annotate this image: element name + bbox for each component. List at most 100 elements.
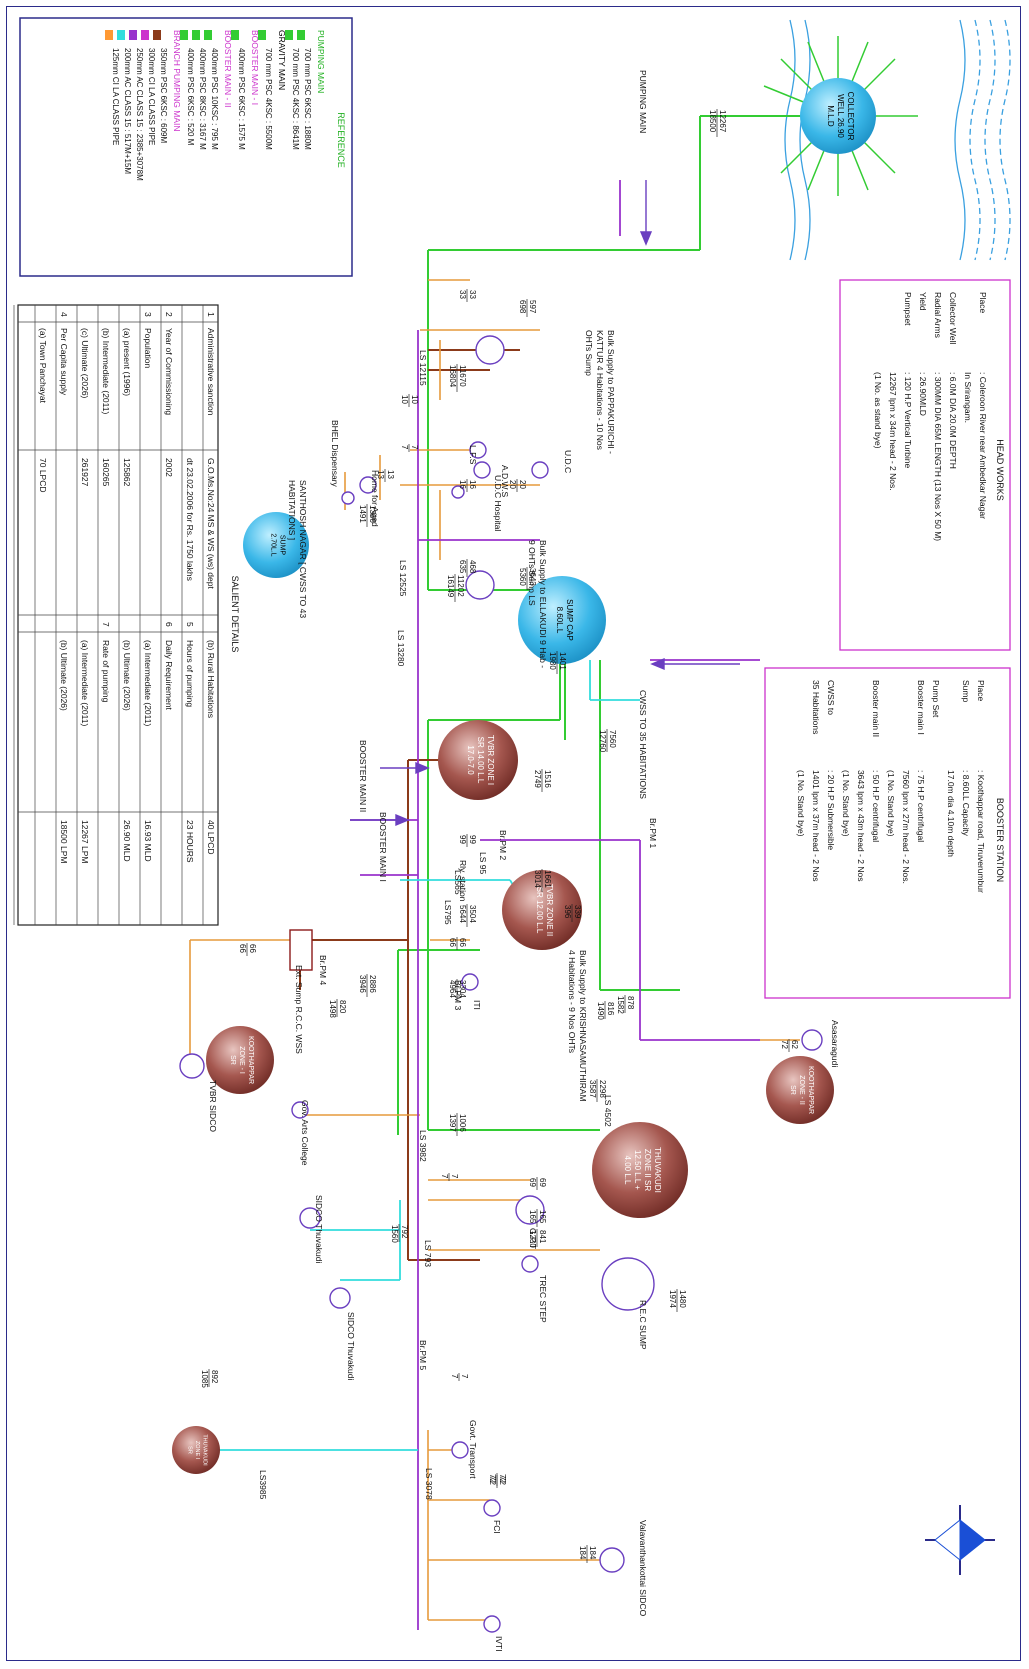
fraction-label: 7 [440, 1174, 449, 1179]
fraction-label: 7 [460, 1374, 469, 1379]
legend-swatch [231, 30, 239, 40]
legend-swatch [192, 30, 200, 40]
site-label: HABITATIONS ] [287, 480, 297, 540]
fraction-label: 72 [488, 1474, 497, 1483]
pipe-label: LS 3078 [424, 1468, 434, 1500]
site-label: BOOSTER MAIN II [358, 740, 368, 812]
fraction-label: 72 [780, 1040, 789, 1049]
collector-well-circle [800, 78, 876, 154]
tank-label: KOOTHAPPAR [247, 1036, 254, 1084]
fraction-label: 3643 [528, 568, 537, 586]
salient-label: (a) Town Panchayat [38, 328, 48, 404]
site-label: A.D.W.S [500, 465, 510, 497]
fraction-label: 33 [468, 290, 477, 299]
head-works-value: In Srirangam. [963, 372, 973, 423]
legend-swatch [180, 30, 188, 40]
salient-label: (b) Ultimate (2026) [59, 640, 69, 711]
tank-label: THUVAKUDI [202, 1434, 208, 1466]
salient-label: (c) Ultimate (2026) [80, 328, 90, 399]
salient-no: 4 [59, 312, 69, 317]
booster-station-value: : 75 H.P centrifugal [916, 770, 926, 842]
site-label: G.P.T [528, 1228, 538, 1249]
salient-label: (b) Ultimate (2026) [122, 640, 132, 711]
legend-swatch [297, 30, 305, 40]
pipe-label: LS 95 [478, 852, 488, 874]
fraction-label: 66 [248, 944, 257, 953]
fraction-label: 66 [238, 944, 247, 953]
fraction-label: 11202 [456, 575, 465, 597]
head-works-title: HEAD WORKS [995, 439, 1005, 501]
legend-entry: 700 mm PSC 4KSC : 5500M [264, 48, 273, 150]
head-works-value: : 6.0M DIA 20.0M DEPTH [948, 372, 958, 469]
sheet-border [6, 6, 1021, 1661]
booster-station-value: 3643 lpm x 43m head - 2 Nos [856, 770, 866, 882]
salient-value: 2002 [164, 458, 174, 477]
fraction-label: 69 [528, 1178, 537, 1187]
pipe-label: LS795 [443, 900, 453, 925]
site-label: Bulk Supply to KRISHNASAMUTHIRAM [578, 950, 588, 1102]
flow-arrows [350, 180, 740, 827]
site-label: R.E.C SUMP [638, 1300, 648, 1350]
booster-station-value: : Koothappar road, Tiruverumbur [976, 770, 986, 893]
legend-entry: 400mm PSC 8KSC : 3167 M [198, 48, 207, 150]
salient-value: 70 LPCD [38, 458, 48, 493]
site-label: OHTs Sump [584, 330, 594, 376]
head-works-value: 12267 lpm x 34m head - 2 Nos. [888, 372, 898, 491]
booster-station-value: : 20 H.P Submersible [826, 770, 836, 850]
fraction-label: 1480 [678, 1290, 687, 1308]
fraction-label: 7 [400, 445, 409, 450]
tanks [172, 512, 834, 1474]
booster-station-label: Booster main I [916, 680, 926, 735]
fraction-label: 7 [450, 1374, 459, 1379]
fraction-label: 33 [458, 290, 467, 299]
site-label: Valavanthankottai SIDCO [638, 1520, 648, 1617]
site-label: U.D.C Hospital [493, 475, 503, 531]
salient-label: (a) present (1996) [122, 328, 132, 396]
head-works-label: Radial Arms [933, 292, 943, 338]
salient-value: 261927 [80, 458, 90, 487]
legend-entry: 300mm CI LA CLASS PIPE [147, 48, 156, 145]
fraction-label: 7 [410, 445, 419, 450]
salient-label: (b) Intermediate (2011) [101, 328, 111, 414]
pipe-label: LS 3982 [418, 1130, 428, 1162]
tank-label: 4.00 L.L [623, 1156, 632, 1185]
fraction-label: 3504 [468, 905, 477, 923]
pipe-label: Br.PM 5 [418, 1340, 428, 1371]
site-label: IVTI [494, 1636, 504, 1652]
pipe-label: LS565 [453, 870, 463, 895]
pipe-label: LS 13280 [396, 630, 406, 667]
fraction-label: 16 [468, 480, 477, 489]
site-label: CWSS TO 35 HABITATIONS [638, 690, 648, 799]
salient-label: (a) Intermediate (2011) [143, 640, 153, 726]
fraction-label: 3304 [458, 980, 467, 998]
reference-group-heading: PUMPING MAIN [316, 30, 326, 93]
fraction-label: 1397 [448, 1114, 457, 1132]
tank-label: 17.0-7.0 [466, 745, 475, 775]
site-label: Gov. Arts College [300, 1100, 310, 1166]
legend-swatch [117, 30, 125, 40]
legend-entry: 400mm PSC 6KSC : 520 M [186, 48, 195, 146]
tank-label: SR [789, 1085, 796, 1095]
site-label: BHEL Dispensary [330, 420, 340, 488]
legend-entry: 400mm PSC 6KSC : 1575 M [237, 48, 246, 150]
fraction-label: 5360 [518, 568, 527, 586]
site-label: 9 OHTs Sump LS [527, 540, 537, 606]
legend-swatch [258, 30, 266, 40]
head-works-label: Collector Well [948, 292, 958, 344]
salient-no: 7 [101, 622, 111, 627]
site-label: Govt. Transport [468, 1420, 478, 1479]
tvbr-zone-i-sr [438, 720, 518, 800]
site-label: BOOSTER MAIN I [378, 812, 388, 882]
tank-label: COLLECTOR [846, 92, 855, 141]
salient-value: G.O.Ms.No:24 MS & WS (ws) dept [206, 458, 216, 589]
fraction-label: 69 [538, 1178, 547, 1187]
tank-label: SUMP [279, 535, 286, 556]
tank-label: TVBR ZONE I [486, 735, 495, 785]
pipe-label: LS 4502 [603, 1095, 613, 1127]
legend-swatch [129, 30, 137, 40]
fraction-label: 13 [376, 470, 385, 479]
site-label: TREC STEP [538, 1275, 548, 1323]
fraction-label: 10 [410, 395, 419, 404]
cyan-pipes [200, 660, 640, 1451]
